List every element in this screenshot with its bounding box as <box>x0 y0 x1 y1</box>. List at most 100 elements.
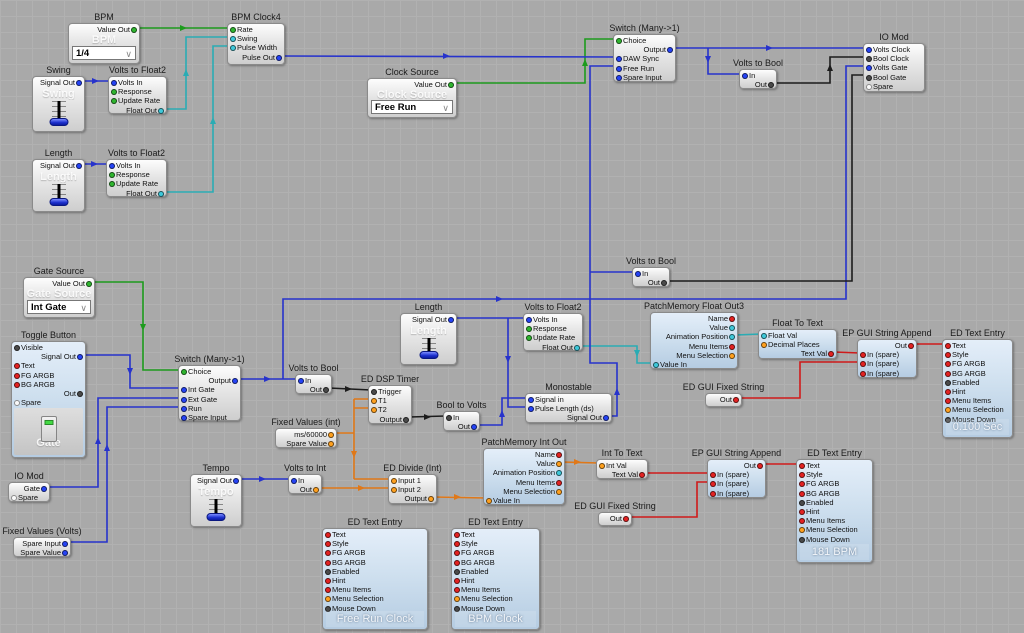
ed-dsp-timer-pin-t1[interactable]: T1 <box>370 396 410 405</box>
ed-gui-fixed-string-top-pin-out[interactable]: Out <box>707 395 740 404</box>
input-port-icon[interactable] <box>486 498 492 504</box>
wire-blue-15[interactable] <box>282 65 866 379</box>
volts-to-float2-3-pin-update-rate[interactable]: Update Rate <box>525 333 581 342</box>
slider-thumb[interactable] <box>419 351 438 359</box>
ed-text-entry-sec-pin-mouse-down[interactable]: Mouse Down <box>944 415 1011 424</box>
clock-source-dropdown[interactable]: Free Run∨ <box>371 100 453 114</box>
ed-text-entry-bpm-clock-pin-bg-argb[interactable]: BG ARGB <box>453 558 538 567</box>
switch-mid-pin-ext-gate[interactable]: Ext Gate <box>180 395 239 404</box>
ed-text-entry-sec-pin-bg-argb[interactable]: BG ARGB <box>944 369 1011 378</box>
input-port-icon[interactable] <box>181 405 187 412</box>
ed-text-entry-181-pin-menu-selection[interactable]: Menu Selection <box>798 525 871 534</box>
input-port-icon[interactable] <box>230 27 236 33</box>
length-1-pin-signal-out[interactable]: Signal Out <box>34 161 83 170</box>
input-port-icon[interactable] <box>799 536 805 543</box>
input-port-icon[interactable] <box>945 361 951 368</box>
bool-to-volts-pin-in[interactable]: In <box>445 413 478 422</box>
ed-text-entry-181-pin-enabled[interactable]: Enabled <box>798 498 871 507</box>
ed-text-entry-sec-pin-menu-selection[interactable]: Menu Selection <box>944 405 1011 414</box>
ep-gui-string-append-bot-pin-in-spare[interactable]: In (spare) <box>709 470 764 479</box>
output-port-icon[interactable] <box>403 416 409 423</box>
output-port-icon[interactable] <box>729 334 735 341</box>
toggle-button-pin-bg-argb[interactable]: BG ARGB <box>13 380 84 389</box>
input-port-icon[interactable] <box>635 271 641 277</box>
input-port-icon[interactable] <box>945 352 951 359</box>
volts-to-bool-right-pin-out[interactable]: Out <box>634 278 668 287</box>
volts-to-float2-1-pin-response[interactable]: Response <box>110 87 165 96</box>
monostable-pin-signal-in[interactable]: Signal in <box>527 395 610 404</box>
input-port-icon[interactable] <box>181 396 187 403</box>
input-port-icon[interactable] <box>391 487 397 494</box>
monostable-pin-signal-out[interactable]: Signal Out <box>527 413 610 422</box>
bool-to-volts-pin-out[interactable]: Out <box>445 422 478 431</box>
output-port-icon[interactable] <box>131 27 137 33</box>
output-port-icon[interactable] <box>62 550 68 557</box>
output-port-icon[interactable] <box>313 487 319 494</box>
ed-text-entry-181-pin-mouse-down[interactable]: Mouse Down <box>798 535 871 544</box>
input-port-icon[interactable] <box>860 352 866 359</box>
input-port-icon[interactable] <box>454 587 460 594</box>
toggle-button-pin-fg-argb[interactable]: FG ARGB <box>13 371 84 380</box>
input-port-icon[interactable] <box>291 478 297 484</box>
ed-text-entry-free-run-pin-hint[interactable]: Hint <box>324 576 426 585</box>
float-to-text-pin-text-val[interactable]: Text Val <box>760 349 835 358</box>
wire-black-25[interactable] <box>667 74 866 282</box>
slider-thumb[interactable] <box>49 198 68 206</box>
input-port-icon[interactable] <box>325 587 331 594</box>
ed-text-entry-181-pin-style[interactable]: Style <box>798 470 871 479</box>
input-port-icon[interactable] <box>111 98 117 105</box>
input-port-icon[interactable] <box>454 596 460 603</box>
input-port-icon[interactable] <box>454 541 460 548</box>
output-port-icon[interactable] <box>471 424 477 431</box>
volts-to-float2-3-pin-volts-in[interactable]: Volts In <box>525 315 581 324</box>
bpm-dropdown[interactable]: 1/4∨ <box>72 46 136 60</box>
wire-red-36[interactable] <box>629 481 710 518</box>
ed-text-entry-181-pin-text[interactable]: Text <box>798 461 871 470</box>
node-ed-gui-fixed-string-top[interactable]: Out <box>705 393 742 407</box>
ed-divide-int-pin-input-1[interactable]: Input 1 <box>390 476 435 485</box>
input-port-icon[interactable] <box>799 518 805 525</box>
input-port-icon[interactable] <box>710 472 716 479</box>
ed-text-entry-sec-pin-fg-argb[interactable]: FG ARGB <box>944 359 1011 368</box>
input-port-icon[interactable] <box>945 379 951 386</box>
io-mod-top-pin-volts-clock[interactable]: Volts Clock <box>865 45 923 54</box>
output-port-icon[interactable] <box>639 472 645 479</box>
input-port-icon[interactable] <box>710 490 716 497</box>
length-2-pin-signal-out[interactable]: Signal Out <box>402 315 455 324</box>
gate-source-pin-value-out[interactable]: Value Out <box>25 279 93 288</box>
input-port-icon[interactable] <box>799 527 805 534</box>
input-port-icon[interactable] <box>866 74 872 81</box>
ed-text-entry-181-pin-menu-items[interactable]: Menu Items <box>798 516 871 525</box>
ed-text-entry-sec-pin-hint[interactable]: Hint <box>944 387 1011 396</box>
input-port-icon[interactable] <box>325 605 331 612</box>
wire-cyan-6[interactable] <box>734 333 762 336</box>
io-mod-left-pin-gate[interactable]: Gate <box>10 484 48 493</box>
output-port-icon[interactable] <box>232 378 238 385</box>
fixed-values-int-pin-ms-60000[interactable]: ms/60000 <box>277 430 335 439</box>
wire-red-39[interactable] <box>739 361 860 399</box>
input-port-icon[interactable] <box>528 406 534 413</box>
toggle-button-pin-visible[interactable]: Visible <box>13 343 84 352</box>
swing-pin-signal-out[interactable]: Signal Out <box>34 78 83 87</box>
input-port-icon[interactable] <box>866 47 872 53</box>
toggle-button-pin-out[interactable]: Out <box>13 389 84 398</box>
input-port-icon[interactable] <box>616 56 622 63</box>
float-to-text-pin-decimal-places[interactable]: Decimal Places <box>760 340 835 349</box>
output-port-icon[interactable] <box>623 516 629 522</box>
wire-red-38[interactable] <box>833 351 861 354</box>
output-port-icon[interactable] <box>729 343 735 350</box>
output-port-icon[interactable] <box>661 280 667 287</box>
